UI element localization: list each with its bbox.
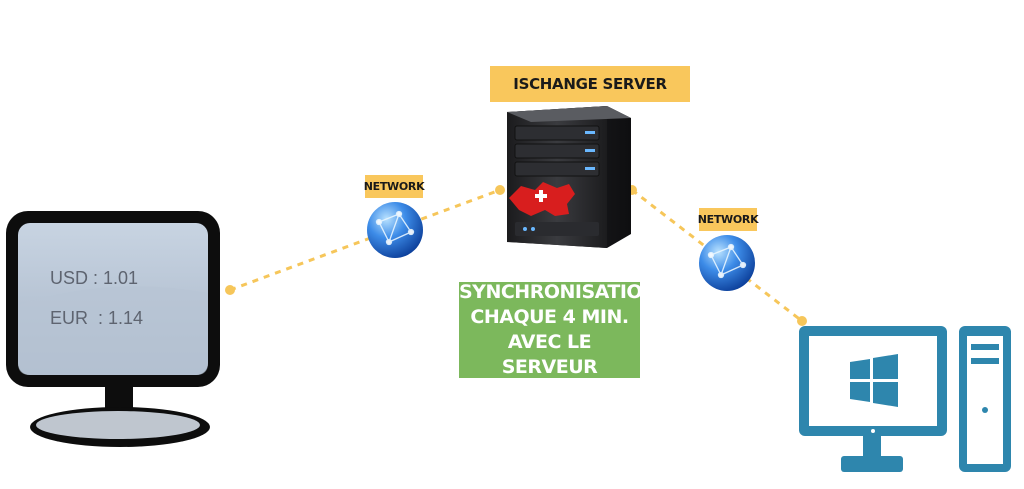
sync-line-3: AVEC LE SERVEUR xyxy=(501,331,598,378)
display-monitor-icon xyxy=(6,211,220,447)
eur-rate-text: EUR : 1.14 xyxy=(50,308,144,328)
connector-dot-server-left xyxy=(495,185,505,195)
network-label-left: NETWORK xyxy=(364,175,425,198)
server-icon xyxy=(507,106,631,248)
sync-line-1: SYNCHRONISATION xyxy=(459,281,658,303)
connector-dot-display xyxy=(225,285,235,295)
usd-rate-text: USD : 1.01 xyxy=(50,268,139,288)
connector-dot-pc xyxy=(797,316,807,326)
windows-pc-icon xyxy=(799,326,1011,472)
network-label-right: NETWORK xyxy=(698,208,759,231)
windows-logo-icon xyxy=(850,354,898,407)
server-label: ISCHANGE SERVER xyxy=(490,66,690,102)
sync-info-box: SYNCHRONISATION CHAQUE 4 MIN. AVEC LE SE… xyxy=(459,281,658,378)
globe-icon-left xyxy=(367,202,423,258)
globe-icon-right xyxy=(699,235,755,291)
sync-line-2: CHAQUE 4 MIN. xyxy=(470,306,629,328)
